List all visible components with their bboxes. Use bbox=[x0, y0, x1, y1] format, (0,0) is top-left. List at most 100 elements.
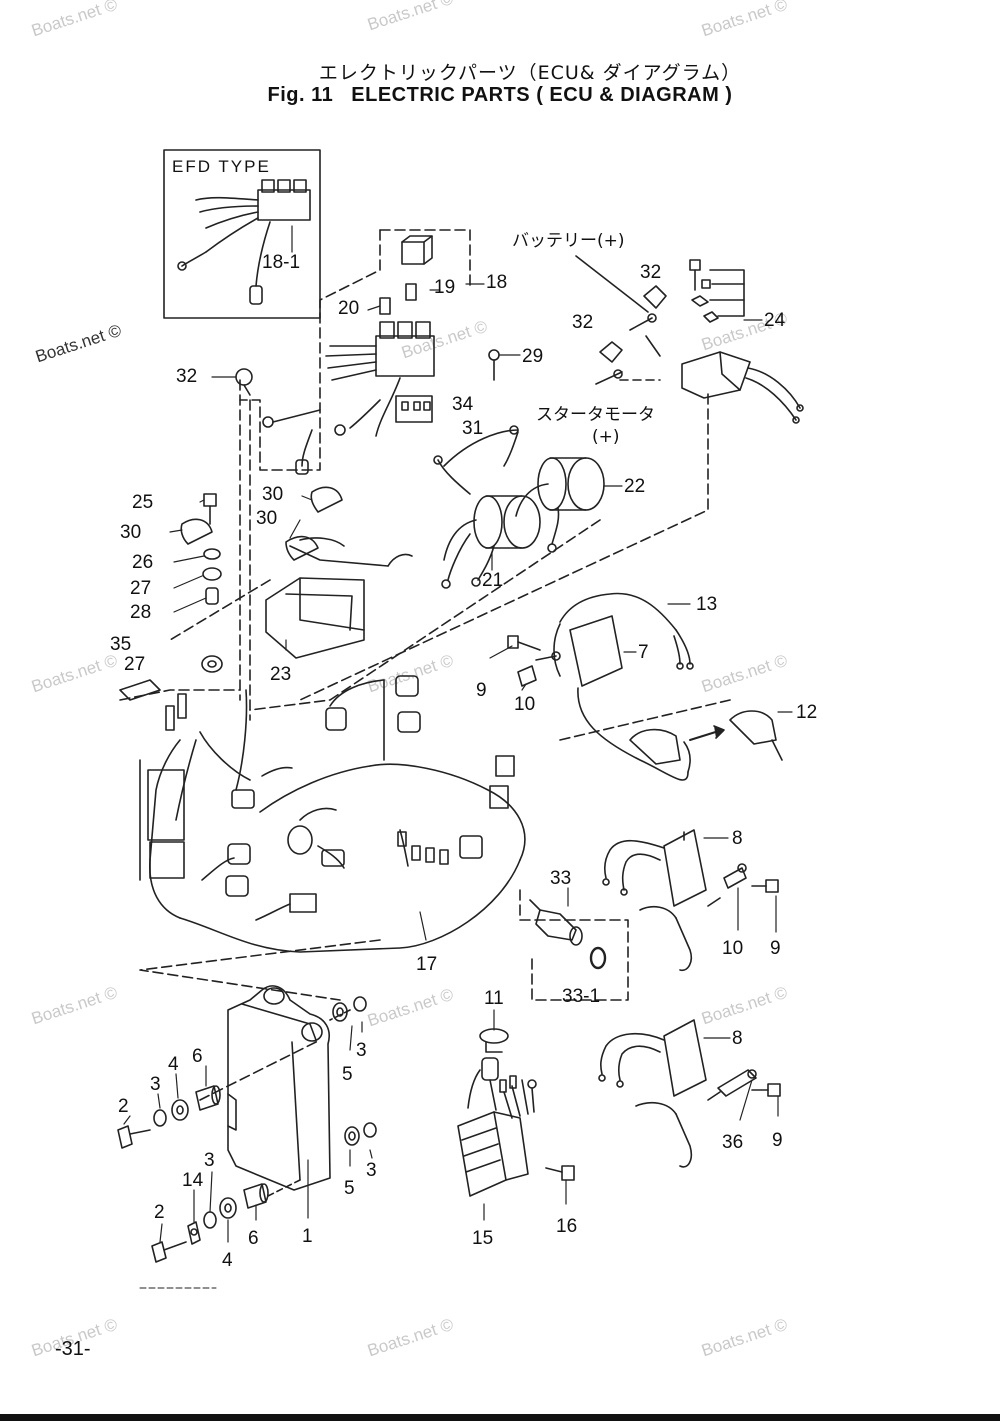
washer-4a bbox=[171, 1099, 189, 1121]
wiring-harness-17 bbox=[139, 675, 526, 953]
collar-28 bbox=[205, 587, 219, 605]
part-label: 32 bbox=[176, 366, 197, 387]
part-label: 3 bbox=[356, 1040, 367, 1061]
part-label: 14 bbox=[182, 1170, 204, 1191]
part-label: 13 bbox=[696, 594, 717, 615]
plug-cap-12 bbox=[629, 710, 783, 765]
battery-annotation: バッテリー(+) bbox=[512, 231, 625, 251]
part-label: 3 bbox=[204, 1150, 215, 1171]
ignition-coil-8b bbox=[598, 1019, 721, 1168]
title-english: Fig. 11 ELECTRIC PARTS ( ECU & DIAGRAM ) bbox=[0, 84, 1000, 107]
part-label: 3 bbox=[366, 1160, 377, 1181]
part-label: 29 bbox=[522, 346, 543, 367]
part-label: 8 bbox=[732, 1028, 743, 1049]
figure-number: Fig. 11 bbox=[267, 84, 334, 106]
part-label: 5 bbox=[342, 1064, 353, 1085]
screw-9b bbox=[751, 879, 779, 893]
part-label: 11 bbox=[484, 988, 504, 1009]
part-label: 32 bbox=[640, 262, 661, 283]
part-label: 8 bbox=[732, 828, 743, 849]
part-label: 27 bbox=[124, 654, 145, 675]
part-label: 27 bbox=[130, 578, 151, 599]
ignition-coil-7 bbox=[553, 592, 694, 781]
grommet-5b bbox=[344, 1126, 360, 1146]
part-label: 2 bbox=[154, 1202, 165, 1223]
title-japanese: エレクトリックパーツ（ECU& ダイアグラム） bbox=[318, 62, 742, 84]
part-label: 20 bbox=[338, 298, 359, 319]
part-label: 4 bbox=[168, 1054, 179, 1075]
part-label: 10 bbox=[514, 694, 535, 715]
collar-6a bbox=[195, 1085, 221, 1111]
fuse-20 bbox=[379, 297, 391, 315]
solenoid-22 bbox=[503, 425, 605, 553]
washer-3d bbox=[203, 1211, 217, 1229]
bottom-border bbox=[0, 1414, 1000, 1421]
cap-32-left bbox=[235, 368, 253, 396]
part-label: 36 bbox=[722, 1132, 743, 1153]
part-label: 17 bbox=[416, 954, 437, 975]
cap-32-upper bbox=[629, 285, 667, 331]
nut-27 bbox=[202, 567, 222, 581]
part-label: 30 bbox=[256, 508, 277, 529]
part-label: 23 bbox=[270, 664, 291, 685]
cap-32-lower bbox=[595, 341, 623, 385]
part-label: 21 bbox=[482, 570, 503, 591]
page-number: -31- bbox=[55, 1338, 91, 1360]
part-label: 31 bbox=[462, 418, 483, 439]
starter-motor-plus: (+) bbox=[592, 427, 620, 447]
part-label: 24 bbox=[764, 310, 786, 331]
part-label: 2 bbox=[118, 1096, 129, 1117]
part-label: 9 bbox=[476, 680, 487, 701]
part-label: 28 bbox=[130, 602, 151, 623]
clamp-30c bbox=[180, 518, 213, 545]
clamp-30a bbox=[310, 486, 343, 513]
part-labels: 18-1 19 18 20 32 32 32 29 24 34 31 22 25… bbox=[110, 252, 817, 1271]
part-label: 25 bbox=[132, 492, 153, 513]
inset-label: EFD TYPE bbox=[172, 157, 271, 176]
relay-block-inset bbox=[177, 179, 311, 305]
fuse-19 bbox=[405, 283, 417, 301]
bracket-23 bbox=[265, 537, 413, 659]
relay-small bbox=[401, 235, 433, 265]
starter-relay-24 bbox=[681, 351, 804, 424]
part-label: 30 bbox=[262, 484, 283, 505]
part-label: 16 bbox=[556, 1216, 577, 1237]
screw-16 bbox=[545, 1165, 575, 1181]
ground-clip-10b bbox=[723, 863, 747, 889]
bolt-25 bbox=[203, 493, 217, 525]
washer-3c bbox=[363, 1122, 377, 1138]
screw-9c bbox=[751, 1083, 781, 1097]
ground-lead-36 bbox=[717, 1069, 757, 1097]
part-label: 19 bbox=[434, 277, 455, 298]
part-label: 12 bbox=[796, 702, 817, 723]
part-label: 4 bbox=[222, 1250, 233, 1271]
clamp-11 bbox=[479, 1028, 509, 1053]
part-label: 35 bbox=[110, 634, 131, 655]
ground-terminal-14 bbox=[187, 1221, 201, 1245]
washer-3a bbox=[353, 996, 367, 1012]
o-ring-33-1 bbox=[589, 946, 607, 970]
part-label: 34 bbox=[452, 394, 474, 415]
part-label: 33-1 bbox=[562, 986, 600, 1007]
part-label: 10 bbox=[722, 938, 743, 959]
clamp-30b bbox=[285, 535, 319, 561]
ecu-1 bbox=[227, 985, 331, 1191]
part-label: 9 bbox=[770, 938, 781, 959]
relay-block-18 bbox=[262, 321, 435, 475]
part-label: 5 bbox=[344, 1178, 355, 1199]
starter-motor-annotation: スタータモータ bbox=[536, 405, 655, 425]
part-label: 9 bbox=[772, 1130, 783, 1151]
thermo-switch-33 bbox=[529, 899, 583, 946]
rectifier-15 bbox=[457, 1057, 537, 1197]
part-label: 1 bbox=[302, 1226, 313, 1247]
washer-3b bbox=[153, 1109, 167, 1127]
part-label: 15 bbox=[472, 1228, 493, 1249]
part-label: 33 bbox=[550, 868, 571, 889]
hardware-24 bbox=[689, 259, 745, 323]
figure-title: ELECTRIC PARTS ( ECU & DIAGRAM ) bbox=[351, 84, 733, 106]
inset-box bbox=[163, 149, 321, 319]
part-label: 32 bbox=[572, 312, 593, 333]
washer-26 bbox=[203, 548, 221, 560]
